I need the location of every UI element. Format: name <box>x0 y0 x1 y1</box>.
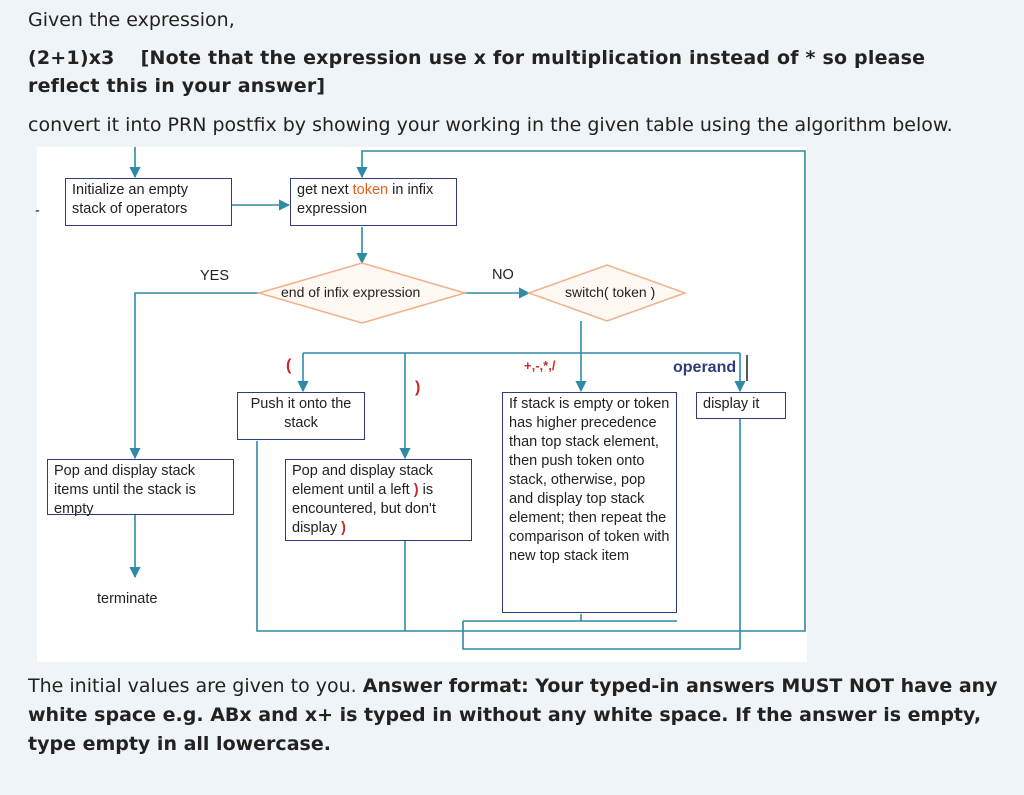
token-word: token <box>352 182 389 198</box>
yes-arrow <box>129 292 259 460</box>
return-path-inner <box>462 419 741 650</box>
loop-back-arrow <box>356 150 806 179</box>
switch-diamond <box>526 264 688 322</box>
operator-precedence-box: If stack is empty or token has higher pr… <box>502 392 677 613</box>
pop-all-box: Pop and display stack items until the st… <box>47 459 234 517</box>
dash-mark: - <box>35 203 40 219</box>
end-of-expression-label: end of infix expression <box>281 284 421 300</box>
case-close-paren: ) <box>415 379 421 396</box>
case-operand: operand <box>673 359 737 376</box>
no-label: NO <box>492 267 514 283</box>
expression-line: (2+1)x3[Note that the expression use x f… <box>28 44 998 100</box>
terminate-label: terminate <box>97 591 158 607</box>
return-path-outer <box>256 152 806 632</box>
end-of-expression-diamond <box>256 262 468 324</box>
get-next-token-box: get next token in infix expression <box>290 178 457 226</box>
note-text: [Note that the expression use x for mult… <box>28 47 926 97</box>
initialize-stack-box: Initialize an empty stack of operators <box>65 178 232 226</box>
pop-until-paren-box: Pop and display stack element until a le… <box>285 459 472 541</box>
flowchart-connectors <box>129 147 806 650</box>
push-stack-box: Push it onto the stack <box>237 392 365 440</box>
switch-label: switch( token ) <box>565 284 656 300</box>
instruction-text: convert it into PRN postfix by showing y… <box>28 114 953 136</box>
algorithm-flowchart: - Initialize an empty stack of operators… <box>35 147 807 662</box>
case-operators: +,-,*,/ <box>524 358 556 373</box>
intro-text: Given the expression, <box>28 9 235 31</box>
case-open-paren: ( <box>286 357 292 374</box>
footer-text: The initial values are given to you. Ans… <box>28 675 998 755</box>
display-operand-box: display it <box>696 392 786 419</box>
expression: (2+1)x3 <box>28 47 115 69</box>
yes-label: YES <box>200 268 230 284</box>
